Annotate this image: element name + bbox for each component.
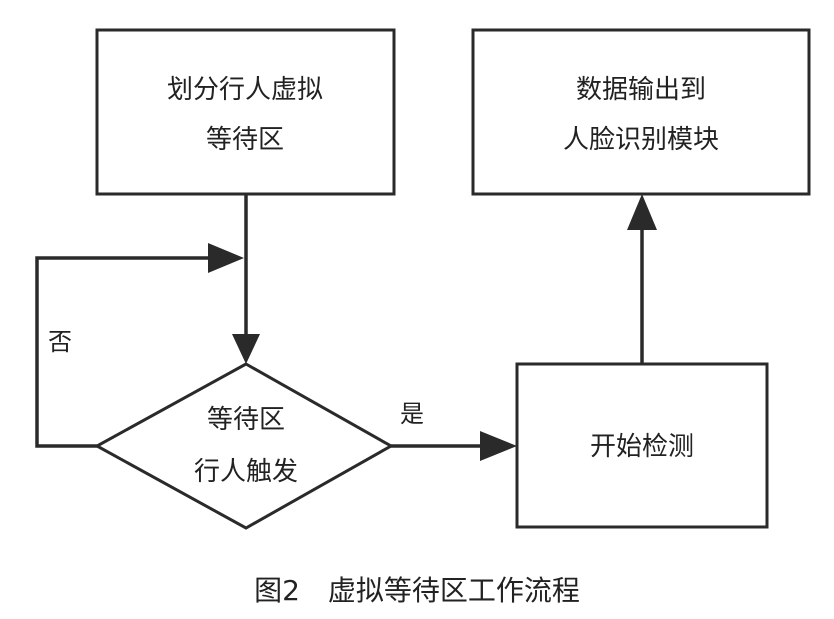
arrowhead-right-icon bbox=[480, 431, 517, 461]
node-output-to-face-recognition: 数据输出到 人脸识别模块 bbox=[471, 28, 811, 196]
node-output-line1: 数据输出到 bbox=[576, 75, 706, 105]
node-start-detection: 开始检测 bbox=[515, 362, 769, 529]
node-divide-waiting-zone-line2: 等待区 bbox=[206, 125, 284, 155]
decision-pedestrian-triggered: 等待区 行人触发 bbox=[93, 362, 395, 530]
decision-line2: 行人触发 bbox=[194, 457, 298, 487]
arrow-start-to-output bbox=[627, 194, 657, 364]
edge-label-yes: 是 bbox=[400, 400, 424, 428]
node-divide-waiting-zone: 划分行人虚拟 等待区 bbox=[95, 28, 396, 196]
decision-line1: 等待区 bbox=[207, 405, 285, 435]
arrowhead-up-icon bbox=[627, 194, 657, 230]
node-divide-waiting-zone-line1: 划分行人虚拟 bbox=[167, 75, 323, 105]
arrow-divide-to-decision bbox=[232, 194, 260, 364]
arrowhead-right-icon bbox=[208, 243, 244, 273]
arrow-yes-to-start-detection bbox=[391, 431, 517, 461]
node-start-detection-label: 开始检测 bbox=[590, 432, 694, 462]
figure-caption: 图2 虚拟等待区工作流程 bbox=[254, 574, 580, 607]
arrowhead-down-icon bbox=[232, 334, 260, 364]
arrow-no-loop-back bbox=[35, 243, 244, 448]
edge-label-no: 否 bbox=[48, 328, 72, 356]
node-output-line2: 人脸识别模块 bbox=[563, 125, 719, 155]
